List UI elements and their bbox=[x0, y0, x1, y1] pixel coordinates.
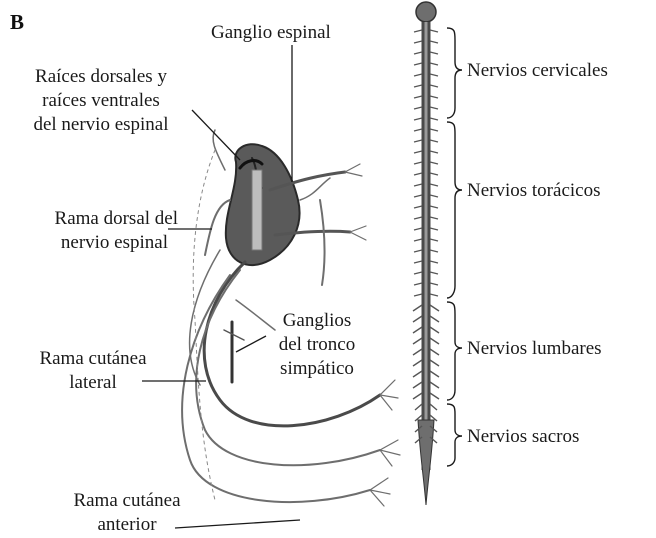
spinal-nerve-root bbox=[430, 338, 439, 344]
spinal-nerve-root bbox=[414, 96, 422, 98]
spinal-nerve-root bbox=[414, 30, 422, 32]
spinal-nerve-root bbox=[414, 129, 422, 131]
spinal-nerve-root bbox=[430, 184, 438, 186]
label-ganglios-line2: del tronco bbox=[262, 334, 372, 355]
spinal-nerve-root bbox=[430, 371, 439, 377]
region-brackets bbox=[447, 28, 462, 466]
spinal-nerve-root bbox=[430, 63, 438, 65]
label-cutanea-anterior-line2: anterior bbox=[62, 514, 192, 535]
spinal-nerve-root bbox=[414, 41, 422, 43]
spinal-nerve-root bbox=[430, 151, 438, 153]
spinal-nerve-root bbox=[430, 129, 438, 131]
label-nervios-sacros: Nervios sacros bbox=[467, 426, 579, 447]
spinal-nerve-root bbox=[414, 118, 422, 120]
label-nervios-lumbares: Nervios lumbares bbox=[467, 338, 602, 359]
spinal-nerve-root bbox=[430, 393, 439, 399]
spinal-nerve-root bbox=[413, 327, 422, 333]
spinal-nerve-root bbox=[430, 140, 438, 142]
spinal-nerve-root bbox=[414, 85, 422, 87]
label-ganglios-line3: simpático bbox=[262, 358, 372, 379]
spinal-nerve-root bbox=[414, 140, 422, 142]
spinal-nerve-root bbox=[430, 162, 438, 164]
spinal-nerve-root bbox=[430, 206, 438, 208]
label-raices-line3: del nervio espinal bbox=[8, 114, 194, 135]
spinal-nerve-root bbox=[430, 107, 438, 109]
spinal-nerve-root bbox=[414, 261, 422, 263]
spinal-nerve-root bbox=[430, 404, 437, 410]
spinal-nerve-root bbox=[413, 360, 422, 366]
spinal-nerve-root bbox=[414, 107, 422, 109]
label-nervios-toracicos: Nervios torácicos bbox=[467, 180, 600, 201]
spinal-nerve-root bbox=[413, 382, 422, 388]
spinal-nerve-root bbox=[413, 349, 422, 355]
spinal-nerve-root bbox=[430, 316, 439, 322]
spinal-nerve-root bbox=[430, 250, 438, 252]
label-rama-dorsal-line2: nervio espinal bbox=[10, 232, 168, 253]
label-ganglios-line1: Ganglios bbox=[262, 310, 372, 331]
spinal-nerve-root bbox=[430, 173, 438, 175]
spinal-nerve-root bbox=[430, 261, 438, 263]
spinal-nerve-root bbox=[430, 272, 438, 274]
spinal-nerve-root bbox=[430, 217, 438, 219]
spinal-nerve-root bbox=[413, 316, 422, 322]
spinal-nerve-root bbox=[430, 96, 438, 98]
spinal-nerve-root bbox=[430, 305, 439, 311]
spinal-nerve-root bbox=[430, 85, 438, 87]
label-cutanea-lateral-line1: Rama cutánea bbox=[28, 348, 158, 369]
spinal-nerve-root bbox=[430, 360, 439, 366]
spinal-nerve-root bbox=[430, 228, 438, 230]
label-nervios-cervicales: Nervios cervicales bbox=[467, 60, 608, 81]
panel-letter: B bbox=[10, 10, 24, 35]
label-cutanea-lateral-line2: lateral bbox=[28, 372, 158, 393]
spinal-nerve-root bbox=[430, 349, 439, 355]
spinal-nerve-root bbox=[414, 206, 422, 208]
spinal-nerve-root bbox=[414, 195, 422, 197]
spinal-nerve-root bbox=[413, 393, 422, 399]
spinal-nerve-root bbox=[414, 250, 422, 252]
spinal-ganglion-shape bbox=[226, 144, 300, 265]
spinal-nerve-root bbox=[430, 30, 438, 32]
spinal-nerve-root bbox=[430, 327, 439, 333]
spinal-nerve-root bbox=[430, 239, 438, 241]
spinal-nerve-root bbox=[414, 151, 422, 153]
spinal-nerve-root bbox=[430, 118, 438, 120]
label-raices-line1: Raíces dorsales y bbox=[8, 66, 194, 87]
spinal-nerve-root bbox=[414, 162, 422, 164]
spinal-nerve-root bbox=[414, 74, 422, 76]
spinal-nerve-root bbox=[414, 228, 422, 230]
spinal-nerve-root bbox=[414, 272, 422, 274]
spinal-nerve-root bbox=[414, 217, 422, 219]
label-ganglio-espinal: Ganglio espinal bbox=[211, 22, 331, 43]
spinal-nerve-root bbox=[430, 74, 438, 76]
spinal-nerve-root bbox=[430, 41, 438, 43]
spinal-nerve-root bbox=[430, 283, 438, 285]
spinal-nerve-root bbox=[414, 283, 422, 285]
spinal-nerve-root bbox=[414, 239, 422, 241]
spinal-nerve-root bbox=[414, 52, 422, 54]
spinal-nerve-root bbox=[415, 404, 422, 410]
spinal-nerve-root bbox=[430, 52, 438, 54]
spinal-nerve-root bbox=[414, 294, 422, 296]
spinal-nerve-root bbox=[413, 371, 422, 377]
spinal-nerve-root bbox=[413, 305, 422, 311]
ventral-root-bar bbox=[252, 170, 262, 250]
spinal-nerve-root bbox=[430, 195, 438, 197]
spinal-nerve-root bbox=[414, 184, 422, 186]
label-raices-line2: raíces ventrales bbox=[8, 90, 194, 111]
spinal-nerve-root bbox=[414, 173, 422, 175]
spinal-nerve-root bbox=[430, 294, 438, 296]
label-rama-dorsal-line1: Rama dorsal del bbox=[10, 208, 178, 229]
spinal-nerve-root bbox=[414, 63, 422, 65]
spinal-nerve-root bbox=[430, 382, 439, 388]
spinal-nerve-root bbox=[413, 338, 422, 344]
label-cutanea-anterior-line1: Rama cutánea bbox=[62, 490, 192, 511]
vertebral-column bbox=[416, 2, 436, 505]
